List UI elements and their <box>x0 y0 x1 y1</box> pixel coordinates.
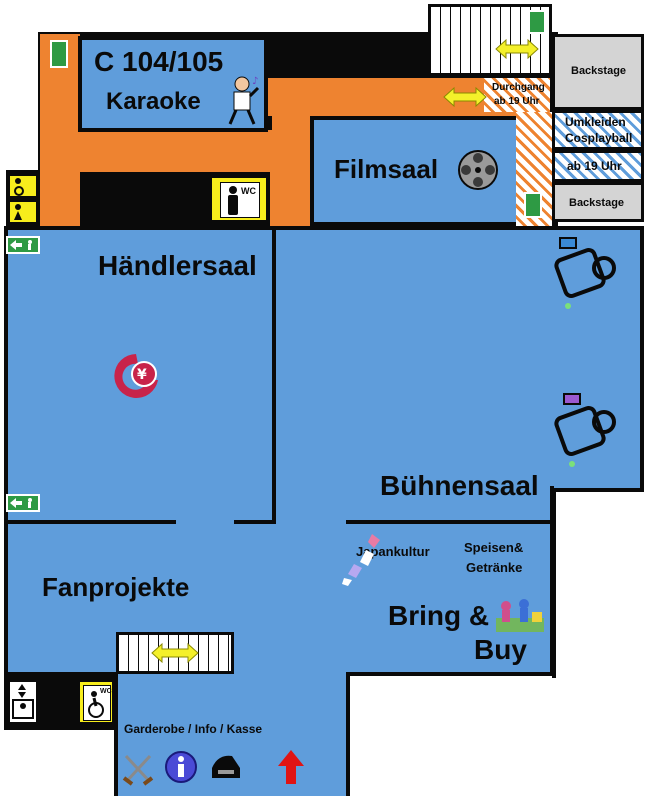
filmsaal-label: Filmsaal <box>334 154 439 184</box>
wall-haendlersaal-south-a <box>4 520 176 524</box>
karaoke-singer-icon: ♪ <box>228 76 260 125</box>
lower-floor <box>4 486 554 674</box>
room-backstage-top[interactable]: Backstage <box>552 34 644 110</box>
cosplayball-label: Cosplayball <box>565 131 633 145</box>
room-cosplayball-time: ab 19 Uhr <box>552 150 644 182</box>
wc-accessible-label: WC <box>100 688 112 695</box>
stage-spotlight-icon <box>554 393 616 467</box>
wc-accessible-icon <box>14 178 24 196</box>
swords-icon <box>122 754 154 786</box>
japankultur-label: Japankultur <box>356 544 430 559</box>
getraenke-label: Getränke <box>466 560 523 575</box>
corridor-south <box>270 172 312 228</box>
bring-buy-label: Bring & <box>388 600 490 631</box>
backstage-bottom-label: Backstage <box>569 197 625 209</box>
umkleiden-label: Umkleiden <box>565 115 626 129</box>
exit-sign-east <box>524 192 542 218</box>
exit-sign-west-upper <box>6 236 40 254</box>
elevator-icon <box>12 684 34 719</box>
buehnensaal-label: Bühnensaal <box>380 470 539 501</box>
wc-accessible-room-south[interactable]: WC <box>78 680 114 724</box>
double-arrow-icon <box>495 38 539 60</box>
wc-female-room[interactable] <box>8 200 38 224</box>
exit-sign-icon <box>10 498 32 508</box>
svg-text:¥: ¥ <box>137 367 147 383</box>
karaoke-room-number: C 104/105 <box>94 46 224 77</box>
shopping-stall-icon <box>496 599 544 632</box>
exit-sign-north <box>528 10 546 34</box>
passage-hatched <box>484 78 550 112</box>
haendlersaal-label: Händlersaal <box>98 250 257 281</box>
stage-spotlight-icon <box>554 237 616 309</box>
entrance-arrow-icon[interactable] <box>276 748 306 786</box>
room-umkleiden[interactable]: Umkleiden Cosplayball <box>552 110 644 150</box>
exit-sign-northwest <box>50 40 68 68</box>
main-floor <box>4 226 644 492</box>
svg-text:♪: ♪ <box>252 76 258 87</box>
corridor-central <box>40 130 312 172</box>
wc-male-icon <box>228 186 238 215</box>
wc-accessible-room-west[interactable] <box>8 174 38 198</box>
room-karaoke[interactable]: C 104/105 Karaoke ♪ <box>78 36 268 132</box>
info-icon[interactable] <box>164 750 198 784</box>
film-reel-icon <box>458 150 498 190</box>
wc-female-icon <box>14 204 22 220</box>
room-backstage-bottom[interactable]: Backstage <box>552 182 644 222</box>
karaoke-room-name: Karaoke <box>106 88 201 115</box>
exit-sign-west-lower <box>6 494 40 512</box>
backstage-top-label: Backstage <box>571 65 627 77</box>
wall-segment <box>346 672 556 676</box>
speisen-label: Speisen& <box>464 540 524 555</box>
wall-haendlersaal-south-b <box>234 520 276 524</box>
cash-register-icon <box>212 755 240 778</box>
room-filmsaal[interactable]: Filmsaal <box>310 116 520 226</box>
durchgang-label: Durchgang <box>492 82 545 93</box>
fanprojekte-label: Fanprojekte <box>42 572 190 602</box>
yen-currency-icon: ¥ <box>114 354 158 398</box>
garderobe-label: Garderobe / Info / Kasse <box>124 722 263 736</box>
wall-haendlersaal-east <box>272 226 276 524</box>
double-arrow-icon <box>443 86 487 108</box>
durchgang-time-label: ab 19 Uhr <box>494 96 540 107</box>
elevator[interactable] <box>8 680 38 724</box>
wc-accessible-icon <box>88 691 104 718</box>
ab19-label: ab 19 Uhr <box>567 159 622 173</box>
wall-segment <box>552 488 644 492</box>
wall-buehnensaal-south <box>346 520 554 524</box>
wc-male-room[interactable]: WC <box>210 176 268 222</box>
bring-buy-label-2: Buy <box>474 634 527 665</box>
wall-segment <box>552 488 556 678</box>
double-arrow-icon <box>151 642 199 664</box>
japan-map-icon <box>342 534 380 586</box>
wc-male-label: WC <box>241 186 256 196</box>
exit-sign-icon <box>10 240 32 250</box>
